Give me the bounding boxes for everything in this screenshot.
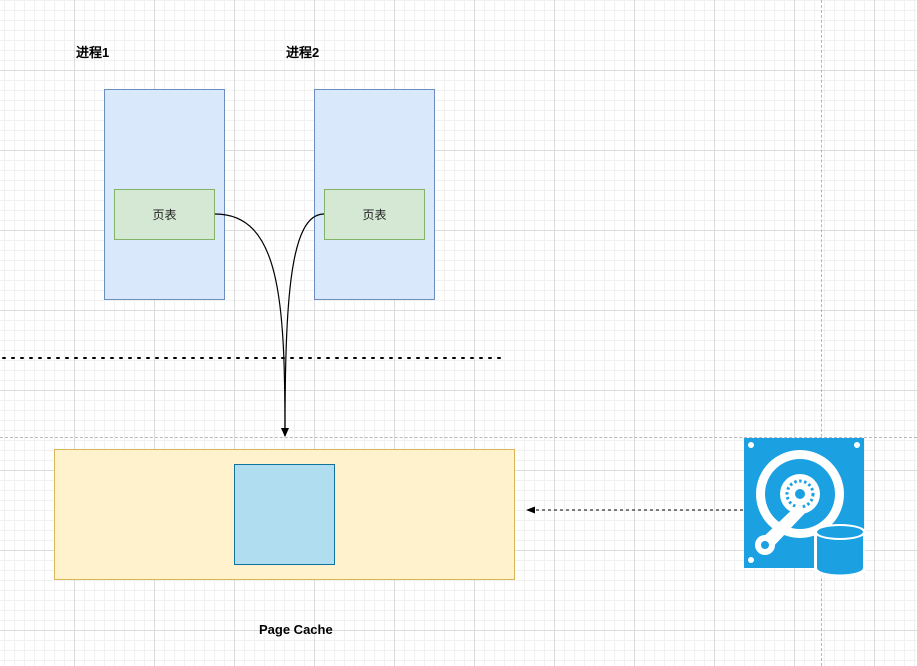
page-cache-label: Page Cache — [259, 622, 333, 637]
process2-page-table[interactable]: 页表 — [324, 189, 425, 240]
process2-title: 进程2 — [286, 45, 320, 60]
vertical-guide-line — [821, 0, 822, 666]
page-table2-to-cache-arrow — [284, 213, 325, 437]
cached-page[interactable] — [234, 464, 335, 565]
process1-page-table-label: 页表 — [152, 208, 177, 222]
hard-disk-icon[interactable] — [744, 438, 866, 580]
horizontal-guide-line — [0, 437, 917, 438]
page-table1-to-cache-arrow — [214, 213, 289, 437]
process1-page-table[interactable]: 页表 — [114, 189, 215, 240]
process1-title: 进程1 — [76, 45, 110, 60]
process2-page-table-label: 页表 — [362, 208, 387, 222]
